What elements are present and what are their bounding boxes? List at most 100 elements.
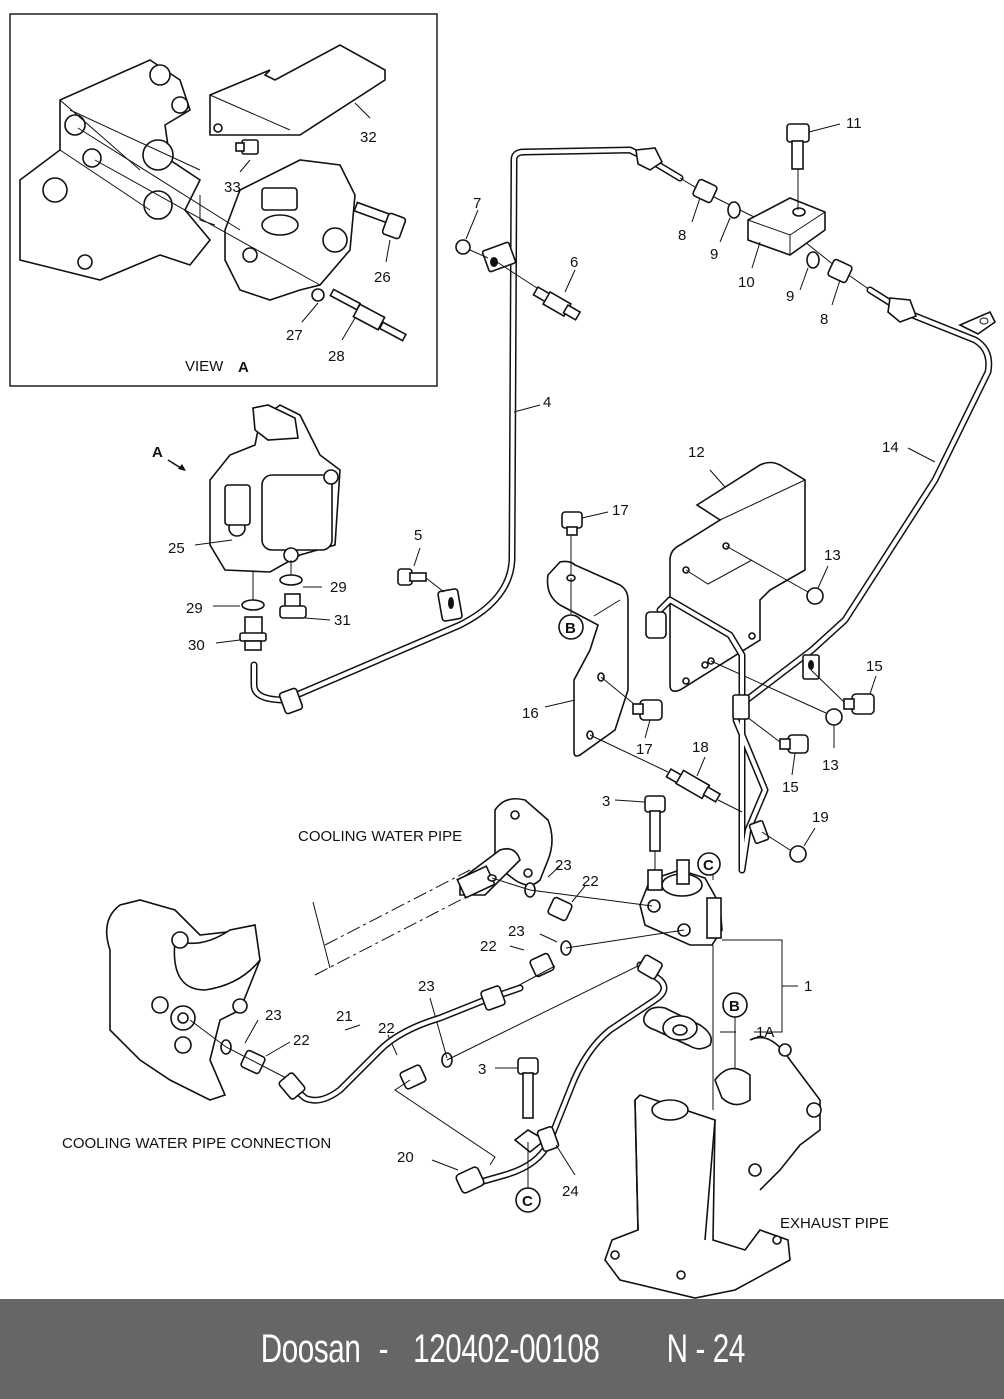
- bracket-16: [546, 560, 629, 757]
- callout-7: 7: [473, 195, 481, 212]
- callout-31: 31: [334, 612, 351, 629]
- callout-25: 25: [168, 540, 185, 557]
- washer-9-right: [806, 251, 820, 269]
- callout-26: 26: [374, 269, 391, 286]
- pipe-14: [736, 286, 997, 709]
- fitting-22-a: [547, 896, 573, 922]
- stud-18: [665, 767, 722, 803]
- actuator-inset: [224, 159, 356, 301]
- callout-8-right: 8: [820, 311, 828, 328]
- ref-marker-b-bracket-label: B: [565, 620, 576, 637]
- cover-32: [209, 44, 386, 136]
- callout-11: 11: [846, 115, 862, 132]
- washer-9-left: [727, 201, 741, 219]
- callout-33: 33: [224, 179, 241, 196]
- callout-6: 6: [570, 254, 578, 271]
- callout-21: 21: [336, 1008, 353, 1025]
- plug-31: [279, 593, 307, 619]
- callout-10: 10: [738, 274, 755, 291]
- callout-28: 28: [328, 348, 345, 365]
- ref-marker-b-bracket: [558, 614, 584, 640]
- bolt-17-lower: [632, 699, 663, 721]
- clamp-24: [513, 1125, 560, 1154]
- callout-3-upper: 3: [602, 793, 610, 810]
- bolt-3-upper: [644, 795, 666, 870]
- callout-4: 4: [543, 394, 551, 411]
- callout-24: 24: [562, 1183, 579, 1200]
- footer-caption: Doosan - 120402-00108 N - 24: [253, 1327, 752, 1372]
- nut-19: [789, 845, 807, 863]
- bolt-15-lower: [779, 734, 809, 754]
- callout-9-left: 9: [710, 246, 718, 263]
- inset-view-a: 32 33 26 27 28 VIEW A: [9, 13, 438, 387]
- block-10: [747, 197, 826, 256]
- callout-23-c: 23: [265, 1007, 282, 1024]
- footer-page-ref: N - 24: [666, 1326, 746, 1371]
- callout-9-right: 9: [786, 288, 794, 305]
- callout-5: 5: [414, 527, 422, 544]
- footer-separator: -: [370, 1326, 396, 1371]
- callout-30: 30: [188, 637, 205, 654]
- footer-part-number: 120402-00108: [413, 1326, 600, 1371]
- bolt-3-lower: [517, 1057, 539, 1119]
- fitting-30: [239, 616, 267, 651]
- ref-marker-c-top: [697, 852, 721, 876]
- o-ring-29-right: [279, 574, 303, 586]
- pipe-20: [455, 954, 668, 1194]
- ref-marker-c-bottom-label: C: [522, 1193, 533, 1210]
- ref-marker-c-top-label: C: [703, 857, 714, 874]
- view-a-letter: A: [238, 359, 249, 376]
- bolt-5: [397, 568, 427, 586]
- view-a-caption: VIEW: [185, 358, 224, 375]
- callout-15-right: 15: [866, 658, 883, 675]
- cooling-water-pipe-drawing: [312, 797, 553, 976]
- o-ring-29-left: [241, 599, 265, 611]
- callout-32: 32: [360, 129, 377, 146]
- bolt-11: [786, 123, 810, 210]
- parts-diagram: 32 33 26 27 28 VIEW A A 25 29 29 30 31: [9, 13, 997, 1299]
- fitting-22-b: [529, 952, 555, 978]
- label-cooling-water-pipe-connection: COOLING WATER PIPE CONNECTION: [62, 1135, 331, 1152]
- callout-16: 16: [522, 705, 539, 722]
- view-arrow-label: A: [152, 444, 163, 461]
- callout-22-a: 22: [582, 873, 599, 890]
- fitting-22-d: [399, 1064, 427, 1090]
- ref-marker-b-exhaust-label: B: [729, 998, 740, 1015]
- callout-23-d: 23: [418, 978, 435, 995]
- label-cooling-water-pipe: COOLING WATER PIPE: [298, 828, 462, 845]
- callout-23-b: 23: [508, 923, 525, 940]
- callout-8-left: 8: [678, 227, 686, 244]
- actuator-25: [209, 404, 341, 573]
- callout-17-upper: 17: [612, 502, 629, 519]
- callout-1: 1: [804, 978, 812, 995]
- callout-13-upper: 13: [824, 547, 841, 564]
- callout-13-lower: 13: [822, 757, 839, 774]
- pipe-inner-loop: [645, 596, 770, 874]
- callout-22-d: 22: [378, 1020, 395, 1037]
- callout-18: 18: [692, 739, 709, 756]
- callout-15-lower: 15: [782, 779, 799, 796]
- callout-23-a: 23: [555, 857, 572, 874]
- pipe-21: [278, 984, 524, 1104]
- nut-13-upper: [806, 587, 824, 605]
- washer-27: [311, 288, 325, 302]
- fitting-22-c: [240, 1049, 266, 1075]
- callout-14: 14: [882, 439, 899, 456]
- exhaust-pipe-drawing: [604, 1036, 822, 1299]
- gasket-1a: [642, 1006, 713, 1050]
- engine-block-drawing: [19, 59, 212, 281]
- stud-28: [329, 288, 407, 342]
- ref-marker-c-bottom: [515, 1187, 541, 1213]
- bolt-17-upper: [561, 511, 583, 536]
- bolt-26: [353, 201, 407, 240]
- callout-19: 19: [812, 809, 829, 826]
- footer-bar: Doosan - 120402-00108 N - 24: [0, 1299, 1004, 1399]
- nut-13-lower: [825, 708, 843, 726]
- nut-7: [455, 239, 471, 255]
- callout-12: 12: [688, 444, 705, 461]
- bolt-33: [235, 139, 259, 155]
- callout-22-c: 22: [293, 1032, 310, 1049]
- pipe-4: [250, 146, 684, 715]
- fitting-8-left: [692, 178, 718, 204]
- bracket-12: [669, 461, 809, 692]
